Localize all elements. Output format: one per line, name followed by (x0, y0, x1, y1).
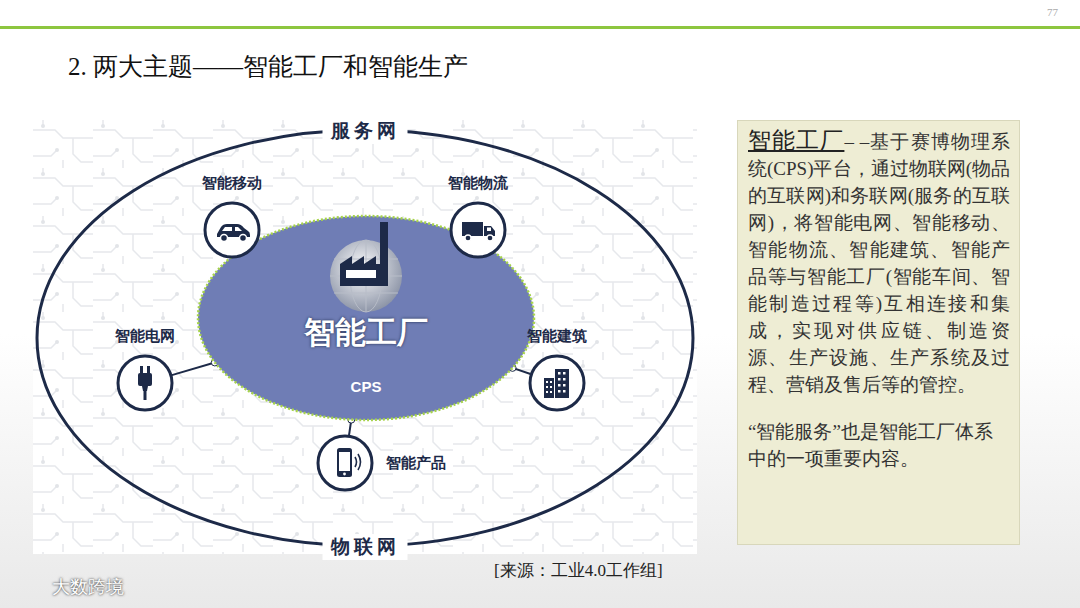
icon-circle (316, 434, 374, 492)
network-ellipse: 服务网物联网智能工厂CPS智能移动智能物流智能电网智能建筑智能产品 (35, 128, 695, 548)
cps-label: CPS (196, 378, 536, 395)
icon-circle (449, 201, 507, 259)
panel-heading: 智能工厂 (748, 128, 844, 153)
icon-circle (116, 354, 174, 412)
network-label: 物联网 (323, 534, 408, 560)
circuit-texture (33, 120, 697, 554)
satellite-circle: 智能电网 (115, 327, 175, 412)
satellite-circle: 智能移动 (202, 174, 262, 259)
panel-paragraph: 智能工厂– –基于赛博物理系统(CPS)平台，通过物联网(物品的互联网)和务联网… (748, 127, 1010, 398)
image-ground (33, 120, 697, 554)
text-panel: 智能工厂– –基于赛博物理系统(CPS)平台，通过物联网(物品的互联网)和务联网… (737, 120, 1020, 545)
satellite-circle: 智能产品 (316, 434, 446, 492)
satellite-label: 智能电网 (115, 327, 175, 346)
factory-label: 智能工厂 (196, 312, 536, 354)
source-caption: [来源：工业4.0工作组] (494, 559, 663, 582)
satellite-label: 智能移动 (202, 174, 262, 193)
satellite-label: 智能建筑 (527, 327, 587, 346)
top-rule (0, 26, 1080, 29)
icon-circle (528, 354, 586, 412)
satellite-label: 智能物流 (448, 174, 508, 193)
network-label: 服务网 (323, 118, 408, 144)
watermark: 大数跨境 (52, 575, 124, 599)
icon-circle (203, 201, 261, 259)
satellite-circle: 智能建筑 (527, 327, 587, 412)
connector-line (172, 359, 218, 375)
page-number: 77 (1047, 6, 1058, 18)
panel-note: “智能服务”也是智能工厂体系中的一项重要内容。 (748, 418, 1010, 472)
slide-title: 2. 两大主题——智能工厂和智能生产 (68, 50, 468, 83)
panel-body: – –基于赛博物理系统(CPS)平台，通过物联网(物品的互联网)和务联网(服务的… (748, 131, 1010, 395)
satellite-label: 智能产品 (386, 454, 446, 473)
satellite-circle: 智能物流 (448, 174, 508, 259)
